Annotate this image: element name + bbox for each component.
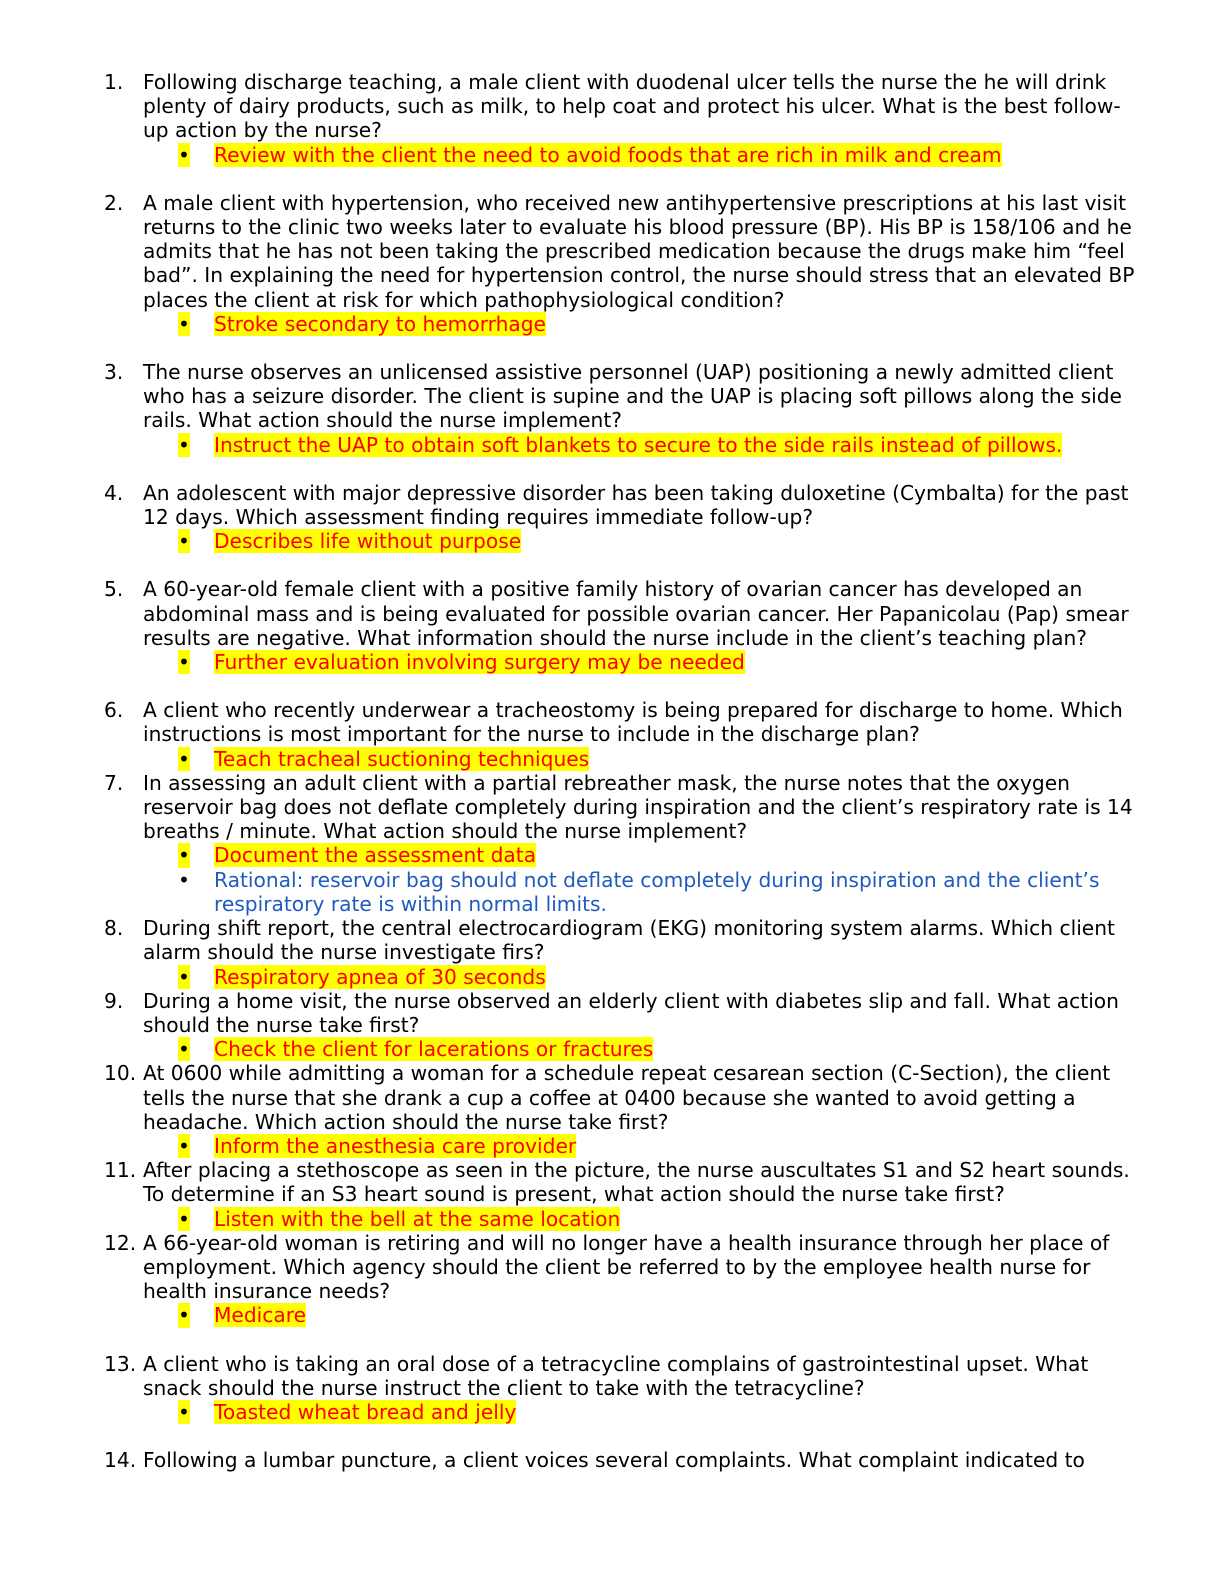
- answer-text: Stroke secondary to hemorrhage: [214, 311, 546, 336]
- question-list: 1. Following discharge teaching, a male …: [0, 70, 1224, 1472]
- question-number: 5.: [104, 577, 124, 602]
- bullet-icon: •: [178, 1037, 190, 1062]
- question-item: 4. An adolescent with major depressive d…: [0, 481, 1224, 554]
- question-item: 9. During a home visit, the nurse observ…: [0, 989, 1224, 1062]
- question-text: At 0600 while admitting a woman for a sc…: [143, 1061, 1111, 1134]
- rationale-text: Rational: reservoir bag should not defla…: [214, 867, 1100, 916]
- question-number: 13.: [104, 1351, 137, 1376]
- question-item: 1. Following discharge teaching, a male …: [0, 70, 1224, 167]
- question-item: 14. Following a lumbar puncture, a clien…: [0, 1448, 1224, 1472]
- answer-list: • Document the assessment data • Rationa…: [143, 843, 1142, 916]
- question-item: 10. At 0600 while admitting a woman for …: [0, 1061, 1224, 1159]
- answer-list: • Toasted wheat bread and jelly: [143, 1399, 1142, 1425]
- bullet-icon: •: [178, 843, 190, 868]
- answer-item: • Respiratory apnea of 30 seconds: [143, 964, 1142, 989]
- bullet-icon: •: [178, 432, 190, 457]
- bullet-icon: •: [178, 650, 190, 675]
- question-item: 13. A client who is taking an oral dose …: [0, 1352, 1224, 1425]
- answer-item: • Document the assessment data: [143, 843, 1142, 868]
- answer-list: • Medicare: [143, 1303, 1142, 1328]
- answer-text: Document the assessment data: [214, 843, 537, 868]
- bullet-icon: •: [178, 746, 190, 771]
- answer-list: • Further evaluation involving surgery m…: [143, 650, 1142, 675]
- answer-list: • Instruct the UAP to obtain soft blanke…: [143, 432, 1142, 457]
- question-text: A client who is taking an oral dose of a…: [143, 1351, 1089, 1400]
- answer-list: • Review with the client the need to avo…: [143, 142, 1142, 167]
- answer-item: • Stroke secondary to hemorrhage: [143, 311, 1142, 337]
- bullet-icon: •: [178, 1399, 190, 1425]
- question-number: 8.: [104, 916, 124, 941]
- rationale-item: • Rational: reservoir bag should not def…: [143, 868, 1142, 916]
- answer-item: • Medicare: [143, 1303, 1142, 1328]
- bullet-icon: •: [178, 1133, 190, 1159]
- answer-list: • Inform the anesthesia care provider: [143, 1133, 1142, 1159]
- answer-list: • Teach tracheal suctioning techniques: [143, 746, 1142, 771]
- answer-text: Inform the anesthesia care provider: [214, 1133, 577, 1158]
- answer-list: • Respiratory apnea of 30 seconds: [143, 964, 1142, 989]
- question-number: 11.: [104, 1158, 137, 1183]
- question-number: 7.: [104, 770, 124, 795]
- answer-item: • Listen with the bell at the same locat…: [143, 1206, 1142, 1231]
- answer-text: Check the client for lacerations or frac…: [214, 1037, 654, 1062]
- question-text: Following discharge teaching, a male cli…: [143, 70, 1121, 143]
- bullet-icon: •: [178, 964, 190, 989]
- answer-text: Review with the client the need to avoid…: [214, 142, 1002, 167]
- question-item: 12. A 66-year-old woman is retiring and …: [0, 1231, 1224, 1328]
- bullet-icon: •: [178, 867, 190, 892]
- answer-list: • Stroke secondary to hemorrhage: [143, 311, 1142, 337]
- question-number: 10.: [104, 1061, 137, 1086]
- question-text: A 60-year-old female client with a posit…: [143, 577, 1129, 650]
- answer-item: • Further evaluation involving surgery m…: [143, 650, 1142, 675]
- question-number: 1.: [104, 70, 124, 94]
- question-text: The nurse observes an unlicensed assisti…: [143, 360, 1122, 433]
- answer-item: • Check the client for lacerations or fr…: [143, 1037, 1142, 1062]
- question-item: 3. The nurse observes an unlicensed assi…: [0, 360, 1224, 457]
- question-text: An adolescent with major depressive diso…: [143, 480, 1129, 530]
- answer-list: • Describes life without purpose: [143, 529, 1142, 554]
- answer-text: Describes life without purpose: [214, 529, 522, 554]
- answer-item: • Inform the anesthesia care provider: [143, 1133, 1142, 1159]
- answer-item: • Teach tracheal suctioning techniques: [143, 746, 1142, 771]
- answer-item: • Toasted wheat bread and jelly: [143, 1399, 1142, 1425]
- question-item: 2. A male client with hypertension, who …: [0, 190, 1224, 337]
- answer-item: • Instruct the UAP to obtain soft blanke…: [143, 432, 1142, 457]
- answer-text: Instruct the UAP to obtain soft blankets…: [214, 432, 1063, 457]
- question-text: In assessing an adult client with a part…: [143, 770, 1133, 844]
- question-item: 6. A client who recently underwear a tra…: [0, 698, 1224, 771]
- question-text: Following a lumbar puncture, a client vo…: [143, 1448, 1085, 1473]
- question-number: 2.: [104, 190, 124, 215]
- bullet-icon: •: [178, 529, 190, 554]
- answer-text: Further evaluation involving surgery may…: [214, 650, 745, 675]
- question-text: A 66-year-old woman is retiring and will…: [143, 1230, 1110, 1304]
- question-item: 7. In assessing an adult client with a p…: [0, 771, 1224, 916]
- bullet-icon: •: [178, 142, 190, 167]
- bullet-icon: •: [178, 1303, 190, 1328]
- answer-text: Listen with the bell at the same locatio…: [214, 1206, 621, 1231]
- question-item: 5. A 60-year-old female client with a po…: [0, 577, 1224, 675]
- answer-text: Toasted wheat bread and jelly: [214, 1399, 517, 1424]
- document-page: 1. Following discharge teaching, a male …: [0, 70, 1224, 1472]
- question-number: 3.: [104, 360, 124, 385]
- question-text: A male client with hypertension, who rec…: [143, 190, 1135, 312]
- question-number: 6.: [104, 698, 124, 723]
- question-number: 9.: [104, 988, 124, 1013]
- answer-list: • Listen with the bell at the same locat…: [143, 1206, 1142, 1231]
- question-number: 12.: [104, 1230, 137, 1255]
- answer-item: • Describes life without purpose: [143, 529, 1142, 554]
- bullet-icon: •: [178, 311, 190, 337]
- question-text: During shift report, the central electro…: [143, 916, 1115, 965]
- answer-list: • Check the client for lacerations or fr…: [143, 1037, 1142, 1062]
- bullet-icon: •: [178, 1206, 190, 1231]
- question-number: 14.: [104, 1448, 137, 1473]
- question-item: 8. During shift report, the central elec…: [0, 916, 1224, 989]
- question-text: After placing a stethoscope as seen in t…: [143, 1158, 1130, 1207]
- question-text: A client who recently underwear a trache…: [143, 698, 1123, 747]
- answer-text: Teach tracheal suctioning techniques: [214, 746, 590, 771]
- answer-text: Respiratory apnea of 30 seconds: [214, 964, 546, 989]
- question-number: 4.: [104, 480, 124, 505]
- answer-item: • Review with the client the need to avo…: [143, 142, 1142, 167]
- question-item: 11. After placing a stethoscope as seen …: [0, 1158, 1224, 1231]
- question-text: During a home visit, the nurse observed …: [143, 988, 1119, 1037]
- answer-text: Medicare: [214, 1303, 307, 1328]
